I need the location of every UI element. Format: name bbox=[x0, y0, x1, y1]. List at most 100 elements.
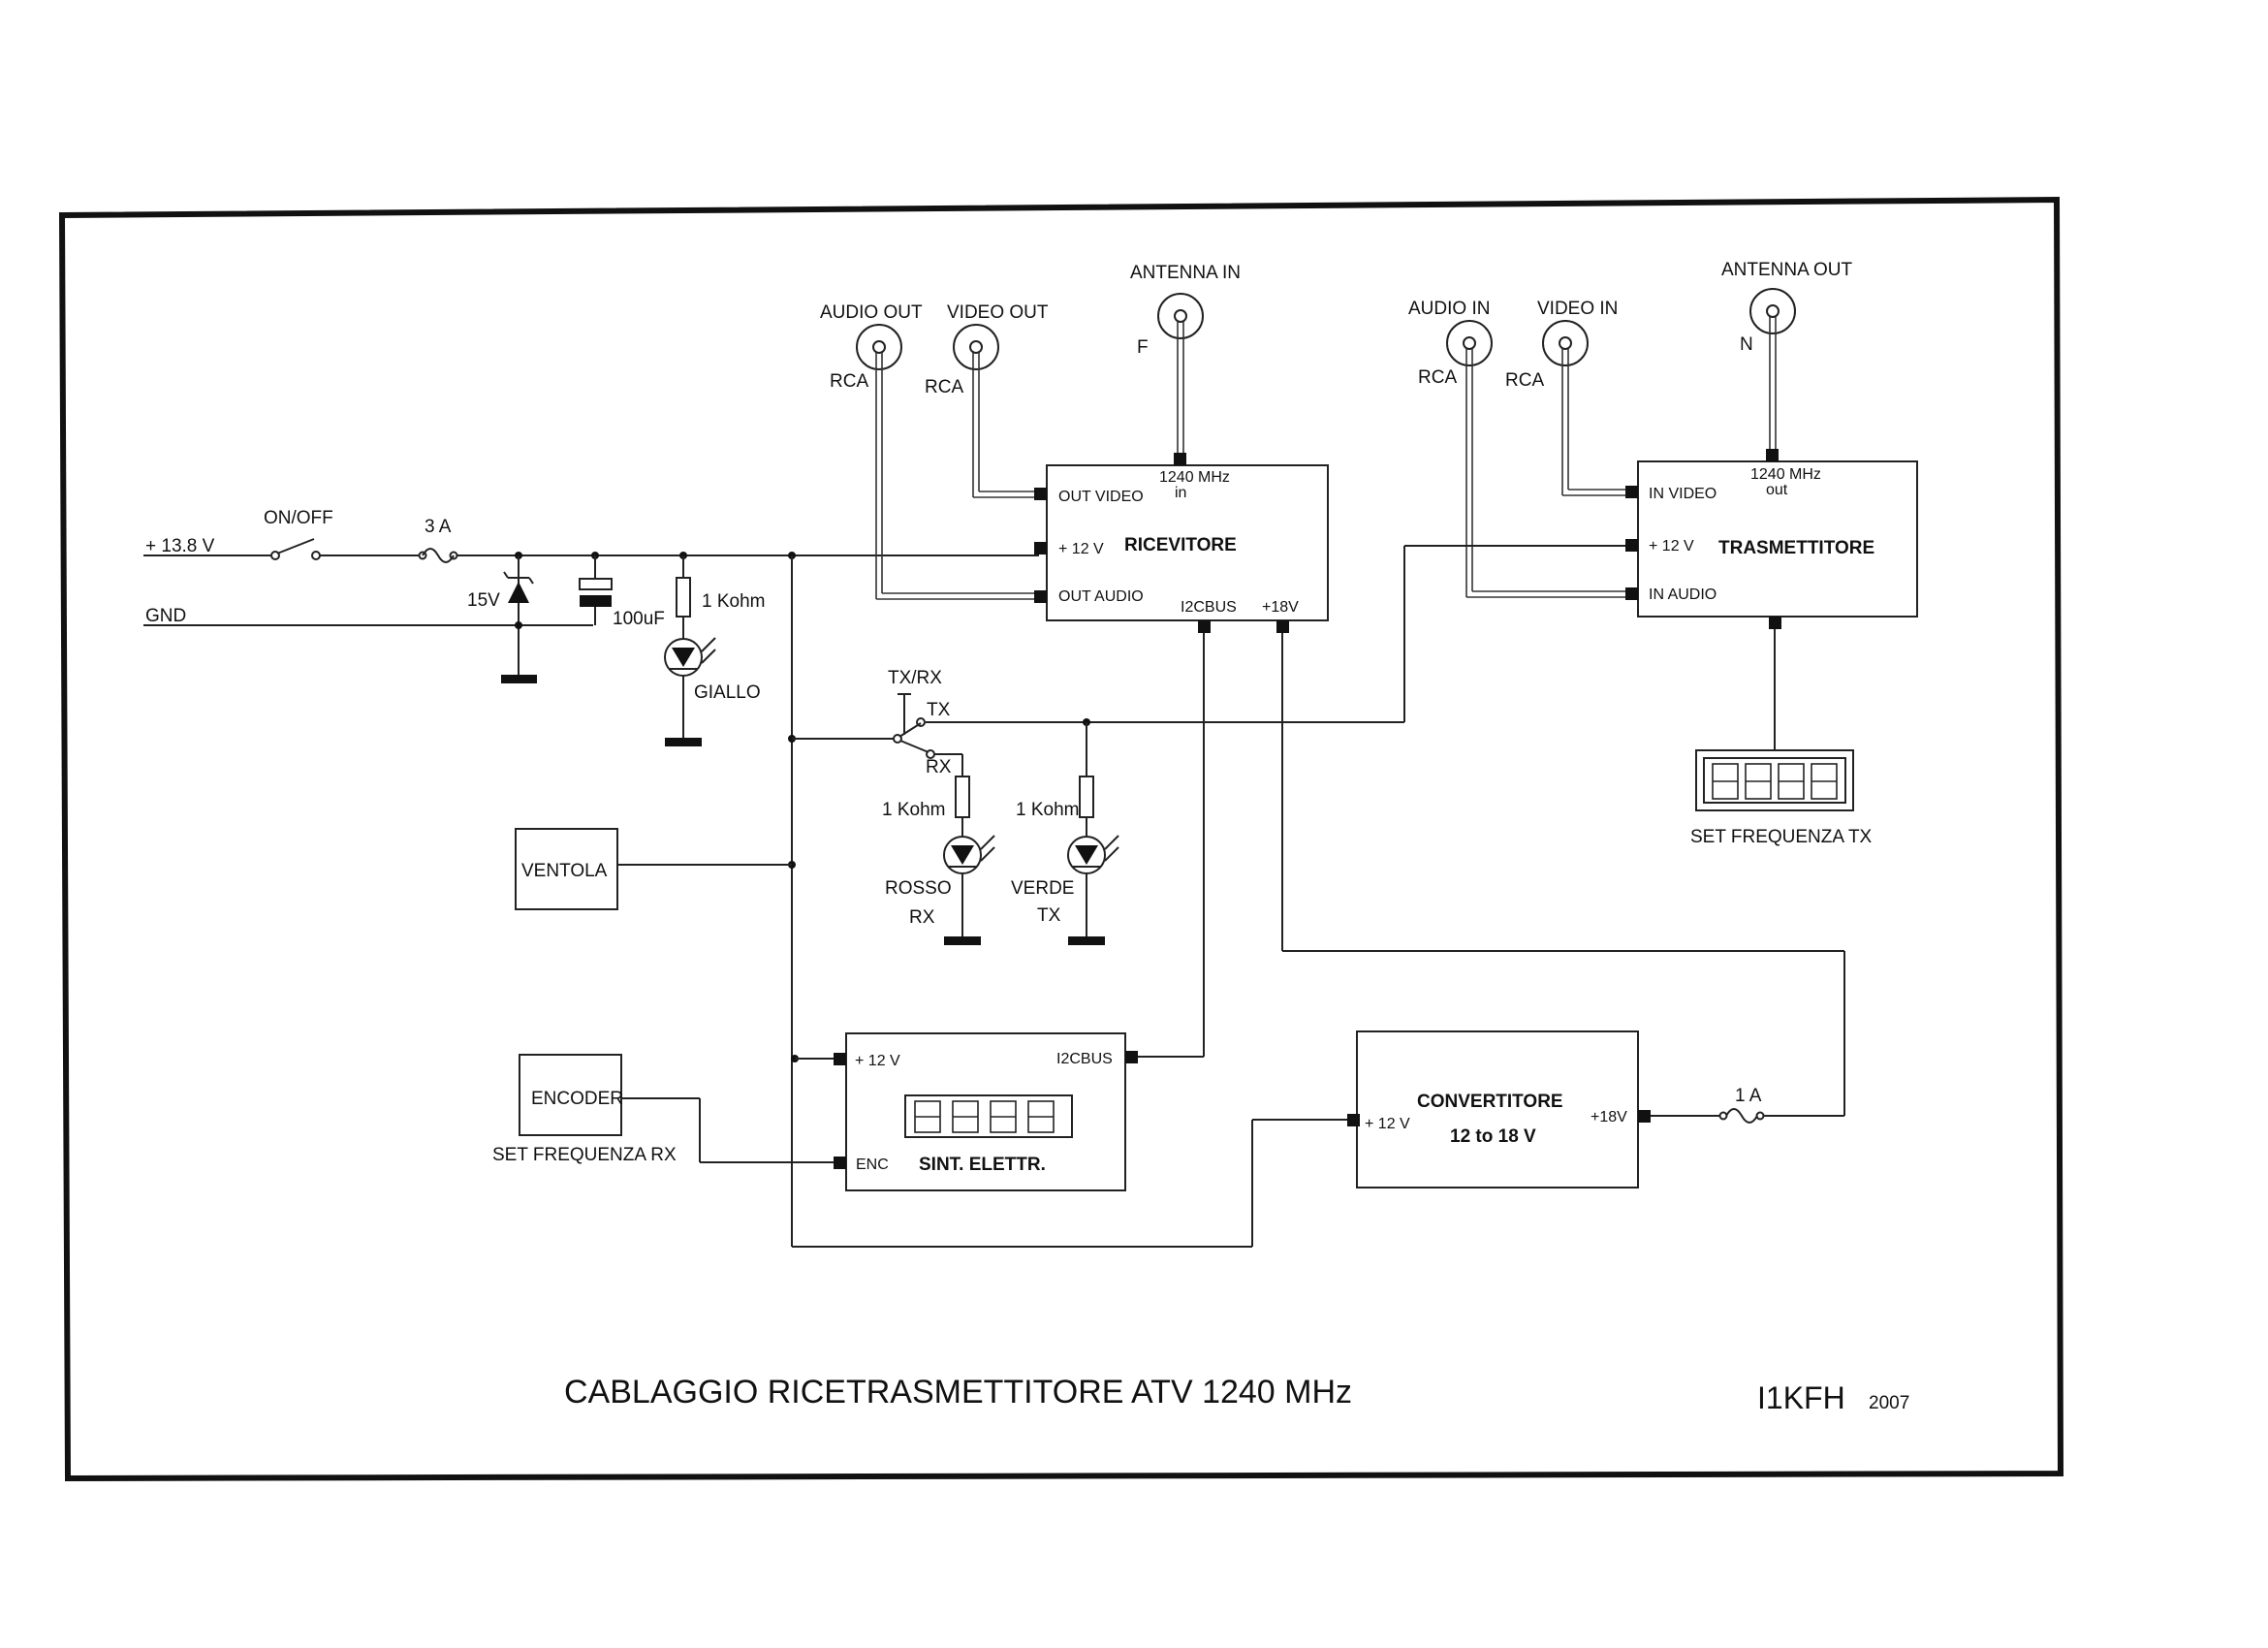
sint-pin-enc: ENC bbox=[856, 1157, 889, 1173]
res-yellow-label: 1 Kohm bbox=[702, 591, 765, 612]
rx-pin-out-audio-terminal bbox=[1034, 590, 1047, 603]
diagram-title: CABLAGGIO RICETRASMETTITORE ATV 1240 MHz bbox=[564, 1374, 1352, 1410]
tx-frequency-display bbox=[1695, 749, 1854, 811]
rx-antenna-terminal bbox=[1174, 453, 1186, 465]
rx-pin-12v: + 12 V bbox=[1058, 541, 1104, 557]
tx-freq-terminal bbox=[1769, 617, 1781, 629]
res-red-label: 1 Kohm bbox=[882, 800, 945, 820]
conv-pin-12v-terminal bbox=[1347, 1114, 1360, 1126]
tx-12v-feed bbox=[926, 545, 1625, 726]
ricevitore-box bbox=[1046, 464, 1329, 621]
encoder-wire bbox=[621, 1097, 834, 1163]
rx-pin-out-audio: OUT AUDIO bbox=[1058, 588, 1144, 605]
rx-pin-i2cbus-terminal bbox=[1198, 620, 1211, 633]
rx-pin-18v: +18V bbox=[1262, 599, 1299, 616]
encoder-label: SET FREQUENZA RX bbox=[492, 1145, 677, 1165]
sint-pin-enc-terminal bbox=[834, 1157, 846, 1169]
tx-display-label: SET FREQUENZA TX bbox=[1690, 827, 1873, 847]
main-bus bbox=[788, 552, 1349, 1248]
positive-rail bbox=[143, 538, 1039, 563]
i2cbus-wire bbox=[1138, 633, 1205, 1058]
diagram-frame bbox=[58, 196, 2064, 1482]
fuse-1a-label: 1 A bbox=[1735, 1086, 1762, 1106]
conv-pin-18v: +18V bbox=[1591, 1109, 1627, 1125]
tx-freq-sub: out bbox=[1766, 482, 1788, 498]
txrx-switch bbox=[792, 693, 962, 759]
rx-pin-out-video: OUT VIDEO bbox=[1058, 489, 1144, 505]
led-red-sub: RX bbox=[909, 907, 935, 928]
zener-15v bbox=[501, 552, 537, 683]
sint-box bbox=[845, 1032, 1126, 1191]
sint-pin-12v-terminal bbox=[834, 1053, 846, 1065]
convertitore-sub: 12 to 18 V bbox=[1450, 1126, 1536, 1147]
rx-freq: 1240 MHz bbox=[1159, 469, 1230, 486]
tx-pin-in-video: IN VIDEO bbox=[1649, 486, 1717, 502]
trasmettitore-box bbox=[1637, 460, 1918, 618]
rx-label: RX bbox=[926, 757, 952, 777]
rx-pin-18v-terminal bbox=[1276, 620, 1289, 633]
plus-13v8-label: + 13.8 V bbox=[145, 536, 215, 556]
tx-rca-1: RCA bbox=[1418, 367, 1457, 388]
yellow-led-branch bbox=[664, 552, 716, 746]
tx-pin-in-video-terminal bbox=[1625, 486, 1638, 498]
green-led-branch bbox=[1067, 722, 1119, 945]
year-label: 2007 bbox=[1869, 1393, 1909, 1413]
sint-display bbox=[904, 1094, 1073, 1138]
convertitore-name: CONVERTITORE bbox=[1417, 1092, 1563, 1112]
cap-label: 100uF bbox=[613, 609, 665, 629]
led-yellow-label: GIALLO bbox=[694, 682, 761, 703]
encoder-box bbox=[519, 1054, 622, 1136]
txrx-label: TX/RX bbox=[888, 668, 942, 688]
trasmettitore-name: TRASMETTITORE bbox=[1718, 538, 1874, 558]
ventola-box bbox=[515, 828, 618, 910]
conv-pin-12v: + 12 V bbox=[1365, 1116, 1410, 1132]
tx-antenna-terminal bbox=[1766, 449, 1779, 461]
convertitore-box bbox=[1356, 1030, 1639, 1188]
tx-ant-type: N bbox=[1740, 334, 1753, 355]
rx-video-out-connector bbox=[953, 324, 1034, 498]
res-green-label: 1 Kohm bbox=[1016, 800, 1079, 820]
rx-ant-type: F bbox=[1137, 337, 1149, 358]
tx-antenna-out-label: ANTENNA OUT bbox=[1721, 260, 1853, 280]
tx-video-in-label: VIDEO IN bbox=[1537, 299, 1618, 319]
tx-pin-in-audio-terminal bbox=[1625, 587, 1638, 600]
tx-rca-2: RCA bbox=[1505, 370, 1544, 391]
tx-pin-12v: + 12 V bbox=[1649, 538, 1694, 555]
rx-pin-12v-terminal bbox=[1034, 542, 1047, 555]
rx-pin-i2cbus: I2CBUS bbox=[1181, 599, 1237, 616]
tx-antenna-connector bbox=[1749, 288, 1796, 449]
onoff-label: ON/OFF bbox=[264, 508, 333, 528]
tx-label: TX bbox=[927, 700, 951, 720]
rx-rca-2: RCA bbox=[925, 377, 963, 397]
rx-audio-out-connector bbox=[856, 324, 1034, 600]
encoder-name: ENCODER bbox=[531, 1089, 623, 1109]
tx-pin-in-audio: IN AUDIO bbox=[1649, 586, 1717, 603]
conv-pin-18v-terminal bbox=[1638, 1110, 1651, 1123]
rx-freq-sub: in bbox=[1175, 485, 1186, 501]
rx-antenna-in-label: ANTENNA IN bbox=[1130, 263, 1241, 283]
plus18v-wire bbox=[1281, 633, 1845, 1124]
sint-name: SINT. ELETTR. bbox=[919, 1155, 1046, 1175]
gnd-label: GND bbox=[145, 606, 186, 626]
led-green-label: VERDE bbox=[1011, 878, 1074, 899]
rx-pin-out-video-terminal bbox=[1034, 488, 1047, 500]
rx-rca-1: RCA bbox=[830, 371, 868, 392]
tx-freq: 1240 MHz bbox=[1750, 466, 1821, 483]
ventola-label: VENTOLA bbox=[521, 861, 608, 881]
fuse-3a-label: 3 A bbox=[425, 517, 452, 537]
tx-video-in-connector bbox=[1542, 320, 1625, 496]
rx-antenna-connector bbox=[1157, 293, 1204, 453]
tx-pin-12v-terminal bbox=[1625, 539, 1638, 552]
ricevitore-name: RICEVITORE bbox=[1124, 535, 1237, 555]
capacitor-100uf bbox=[579, 552, 613, 625]
tx-audio-in-connector bbox=[1446, 320, 1625, 598]
sint-pin-i2cbus-terminal bbox=[1125, 1051, 1138, 1063]
sint-pin-i2cbus: I2CBUS bbox=[1056, 1051, 1113, 1067]
red-led-branch bbox=[943, 754, 995, 945]
author-label: I1KFH bbox=[1757, 1380, 1845, 1415]
led-red-label: ROSSO bbox=[885, 878, 952, 899]
rx-audio-out-label: AUDIO OUT bbox=[820, 302, 923, 323]
sint-pin-12v: + 12 V bbox=[855, 1053, 900, 1069]
rx-video-out-label: VIDEO OUT bbox=[947, 302, 1049, 323]
